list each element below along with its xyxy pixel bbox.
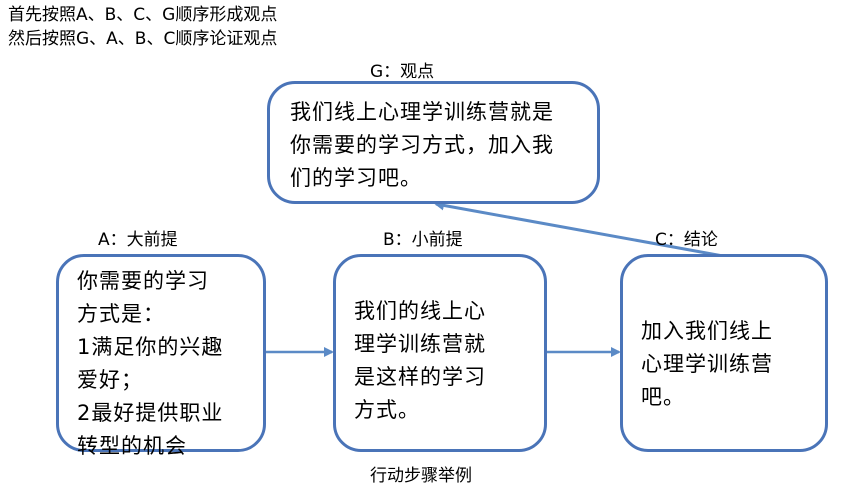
arrow-c-to-g <box>434 200 724 258</box>
node-a-line-3: 1满足你的兴趣 <box>77 335 224 359</box>
node-g-line-3: 们的学习吧。 <box>290 166 422 190</box>
node-a-box: 你需要的学习 方式是： 1满足你的兴趣 爱好； 2最好提供职业 转型的机会 <box>56 254 266 458</box>
node-g-box: 我们线上心理学训练营就是 你需要的学习方式，加入我 们的学习吧。 <box>267 81 600 204</box>
intro-line-1: 首先按照A、B、C、G顺序形成观点 <box>8 5 278 25</box>
node-c-line-1: 加入我们线上 <box>641 319 773 343</box>
node-a-line-6: 转型的机会 <box>77 434 187 458</box>
node-a-line-4: 爱好； <box>77 368 143 392</box>
node-g-line-2: 你需要的学习方式，加入我 <box>290 133 554 157</box>
node-g-line-1: 我们线上心理学训练营就是 <box>290 100 554 124</box>
node-a-label: A：大前提 <box>98 230 178 250</box>
node-b-box: 我们的线上心 理学训练营就 是这样的学习 方式。 <box>333 254 547 452</box>
node-c-line-2: 心理学训练营 <box>641 352 773 376</box>
intro-line-2: 然后按照G、A、B、C顺序论证观点 <box>8 29 278 49</box>
node-b-line-3: 是这样的学习 <box>354 365 486 389</box>
diagram-caption: 行动步骤举例 <box>370 466 472 486</box>
node-a-line-5: 2最好提供职业 <box>77 401 224 425</box>
node-c-label: C：结论 <box>655 230 718 250</box>
node-c-box: 加入我们线上 心理学训练营 吧。 <box>620 254 828 452</box>
node-a-line-1: 你需要的学习 <box>77 269 209 293</box>
node-b-line-2: 理学训练营就 <box>354 332 486 356</box>
node-g-label: G：观点 <box>370 62 435 82</box>
node-b-line-1: 我们的线上心 <box>354 299 486 323</box>
node-b-line-4: 方式。 <box>354 398 420 422</box>
node-b-label: B：小前提 <box>383 230 463 250</box>
node-a-line-2: 方式是： <box>77 302 165 326</box>
node-c-line-3: 吧。 <box>641 385 685 409</box>
